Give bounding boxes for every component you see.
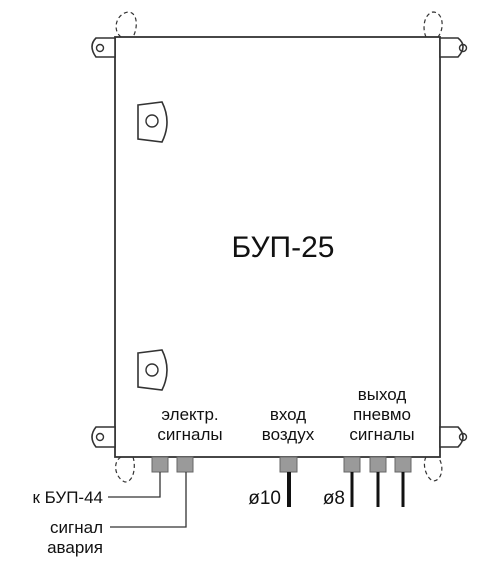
pneumo-output-diameter-label: ø8 xyxy=(323,488,345,509)
device-title: БУП-25 xyxy=(232,231,335,264)
alarm-label-line2: авария xyxy=(47,538,103,557)
pneumo-output-fitting-3 xyxy=(394,456,412,473)
electric-signals-label-line1: электр. xyxy=(161,405,218,424)
mounting-bracket-bottom-left xyxy=(91,426,135,483)
mounting-bracket-bottom-right xyxy=(423,426,468,482)
electric-gland-1 xyxy=(151,456,169,473)
enclosure-body xyxy=(114,36,441,458)
pneumo-output-label-line3: сигналы xyxy=(349,425,414,444)
air-input-diameter-label: ø10 xyxy=(248,488,281,509)
electric-signals-label-line2: сигналы xyxy=(157,425,222,444)
pneumo-output-fitting-1 xyxy=(343,456,361,473)
alarm-label-line1: сигнал xyxy=(50,518,103,537)
air-input-label-line2: воздух xyxy=(262,425,315,444)
pneumo-output-label-line1: выход xyxy=(358,385,407,404)
to-bup44-label: к БУП-44 xyxy=(32,488,103,507)
air-input-fitting xyxy=(279,456,298,473)
pneumo-output-label-line2: пневмо xyxy=(353,405,411,424)
electric-gland-2 xyxy=(176,456,194,473)
wire-to-bup44 xyxy=(108,472,161,498)
wire-alarm xyxy=(110,472,187,528)
mounting-bracket-top-left xyxy=(91,11,137,58)
air-input-label-line1: вход xyxy=(270,405,306,424)
mounting-bracket-top-right xyxy=(423,11,468,58)
hinge-bottom xyxy=(137,349,168,391)
pneumo-output-fitting-2 xyxy=(369,456,387,473)
hinge-top xyxy=(137,101,168,143)
